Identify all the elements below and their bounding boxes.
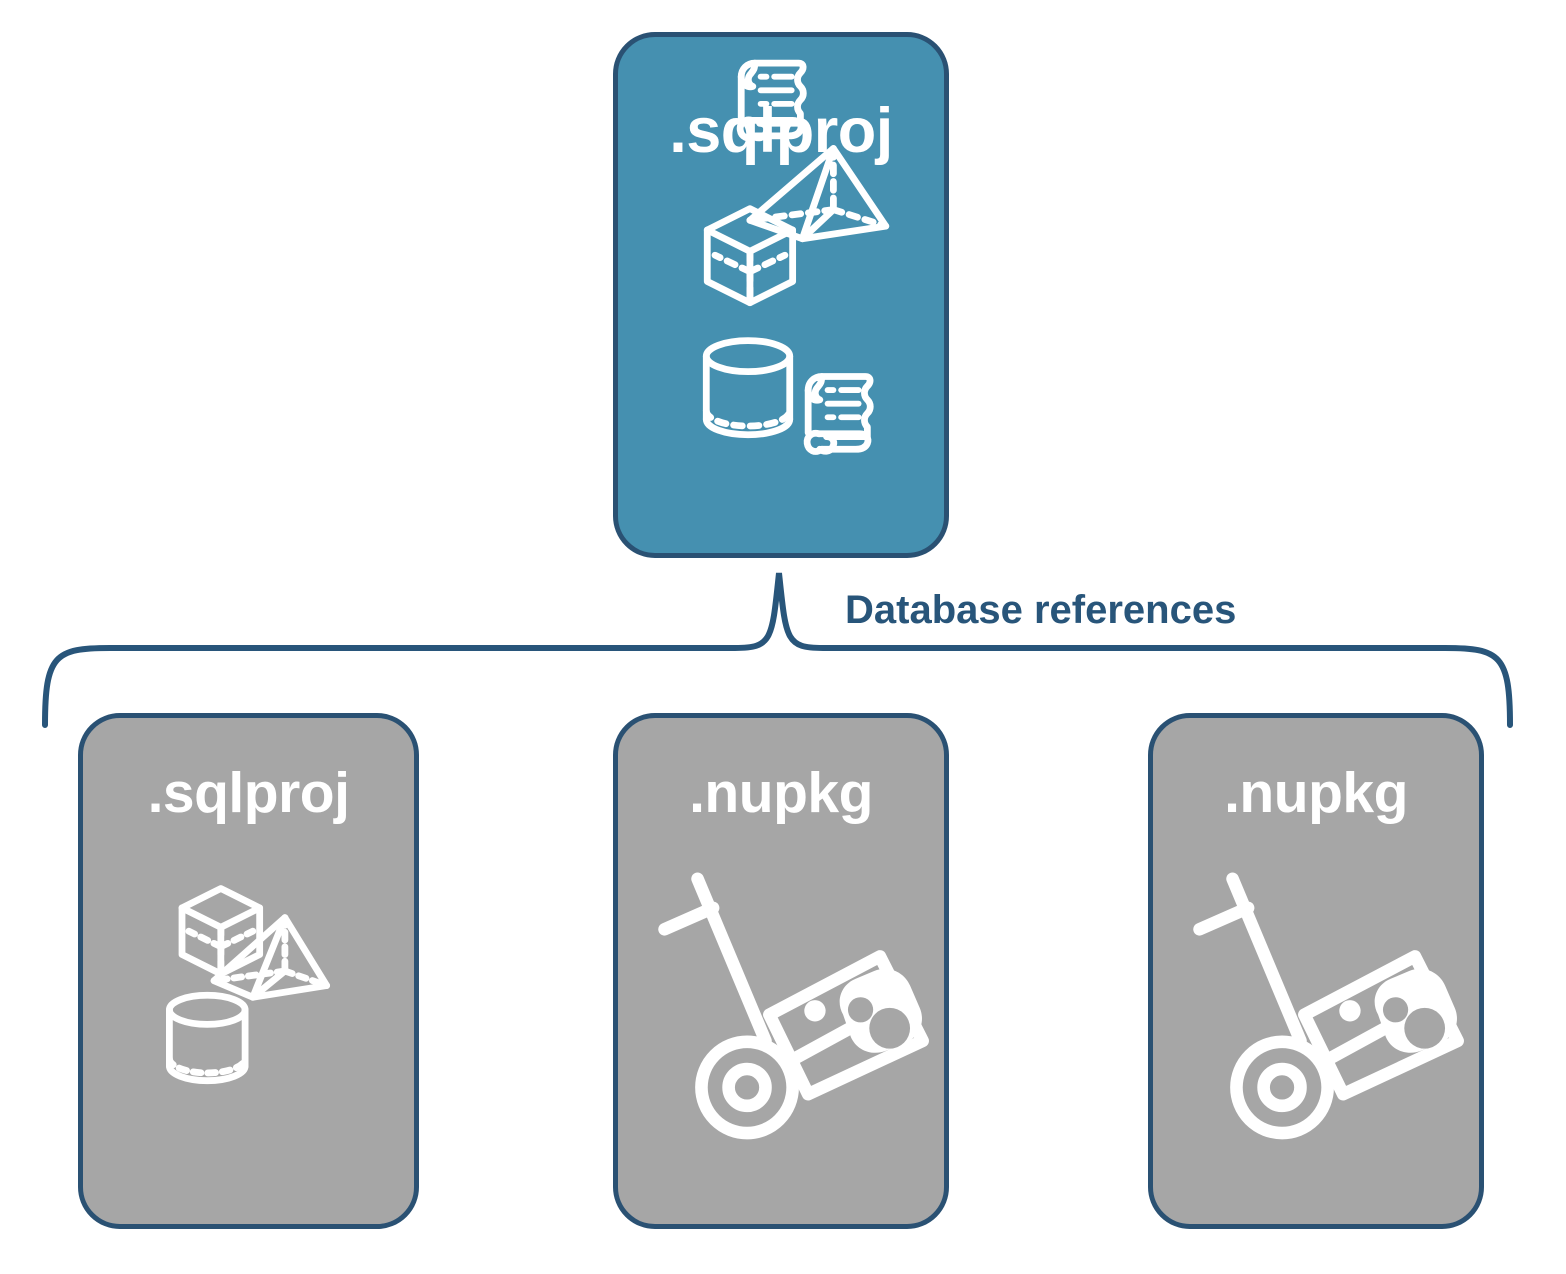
cylinder-wireframe-icon [165, 991, 249, 1085]
node-sqlproj-root[interactable]: .sqlproj [613, 32, 949, 558]
cube-wireframe-icon [178, 885, 264, 978]
database-references-label: Database references [845, 588, 1237, 632]
node-title: .nupkg [689, 761, 873, 825]
scroll-icon [803, 373, 874, 455]
node-reference-nupkg-1[interactable]: .nupkg [613, 713, 949, 1229]
node-title: .sqlproj [669, 96, 893, 166]
cube-wireframe-icon [703, 205, 797, 307]
node-reference-sqlproj[interactable]: .sqlproj [78, 713, 419, 1229]
cylinder-wireframe-icon [702, 337, 794, 439]
node-title: .nupkg [1224, 761, 1408, 825]
pyramid-wireframe-icon [210, 914, 331, 1001]
node-reference-nupkg-2[interactable]: .nupkg [1148, 713, 1484, 1229]
nuget-handtruck-icon [1193, 872, 1464, 1140]
nuget-handtruck-icon [658, 872, 929, 1140]
node-title: .sqlproj [147, 761, 350, 825]
